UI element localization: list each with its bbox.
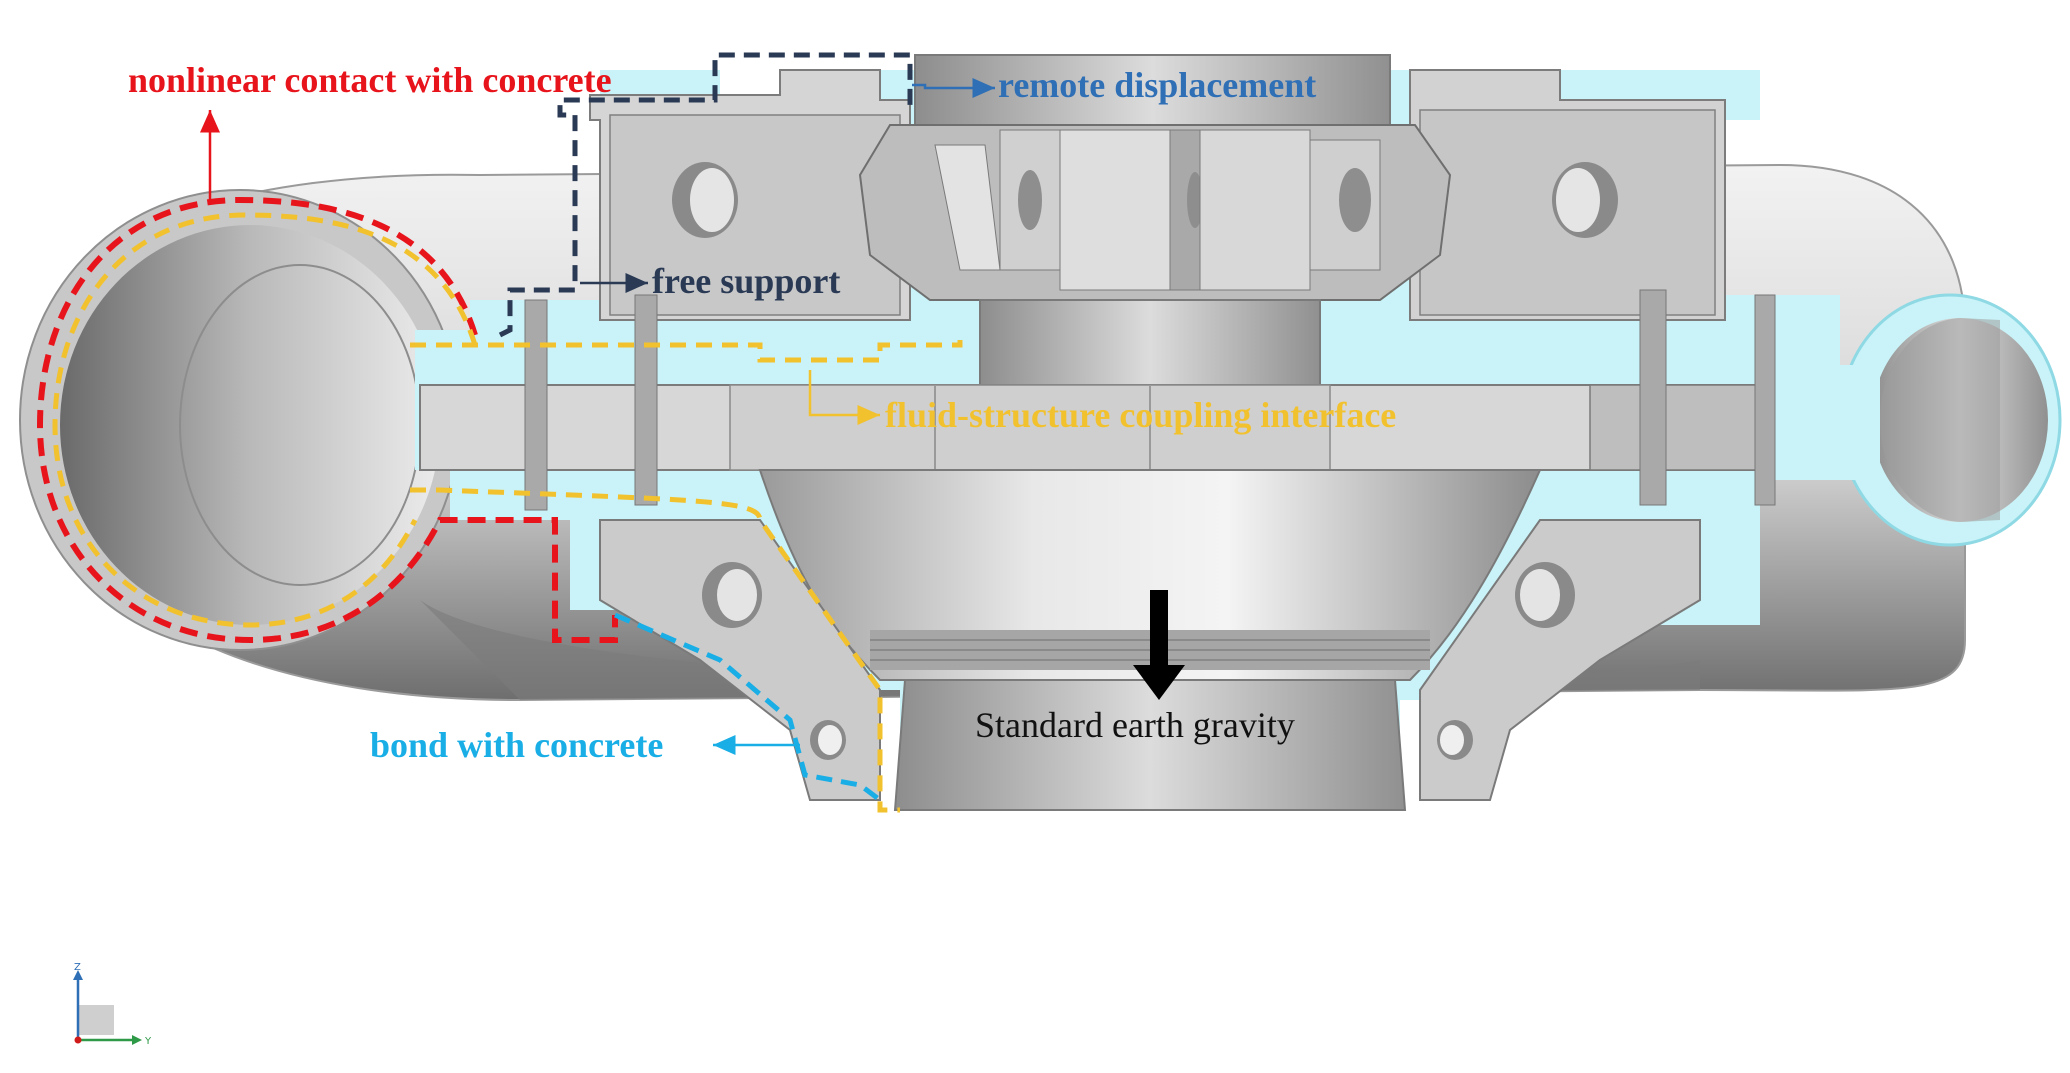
label-fluid-structure: fluid-structure coupling interface (885, 395, 1396, 435)
nonlinear-contact-boundary (36, 196, 618, 644)
bond-concrete-boundary (614, 612, 882, 802)
fluid-structure-boundary-runner (410, 340, 963, 813)
free-support-boundary (498, 52, 913, 338)
axis-triad: Z Y (73, 962, 152, 1047)
boundary-outlines (36, 52, 963, 813)
axis-label-y: Y (144, 1036, 152, 1047)
axis-label-z: Z (74, 962, 81, 973)
turbine-structure (419, 54, 1776, 811)
leader-arrows (200, 78, 995, 755)
label-bond-concrete: bond with concrete (370, 725, 663, 765)
label-free-support: free support (652, 261, 840, 301)
gravity-arrow (1133, 590, 1185, 700)
right-pipe-opening (1838, 293, 2062, 547)
label-remote-displacement: remote displacement (998, 65, 1316, 105)
label-gravity: Standard earth gravity (975, 705, 1295, 745)
label-nonlinear-contact: nonlinear contact with concrete (128, 60, 612, 100)
